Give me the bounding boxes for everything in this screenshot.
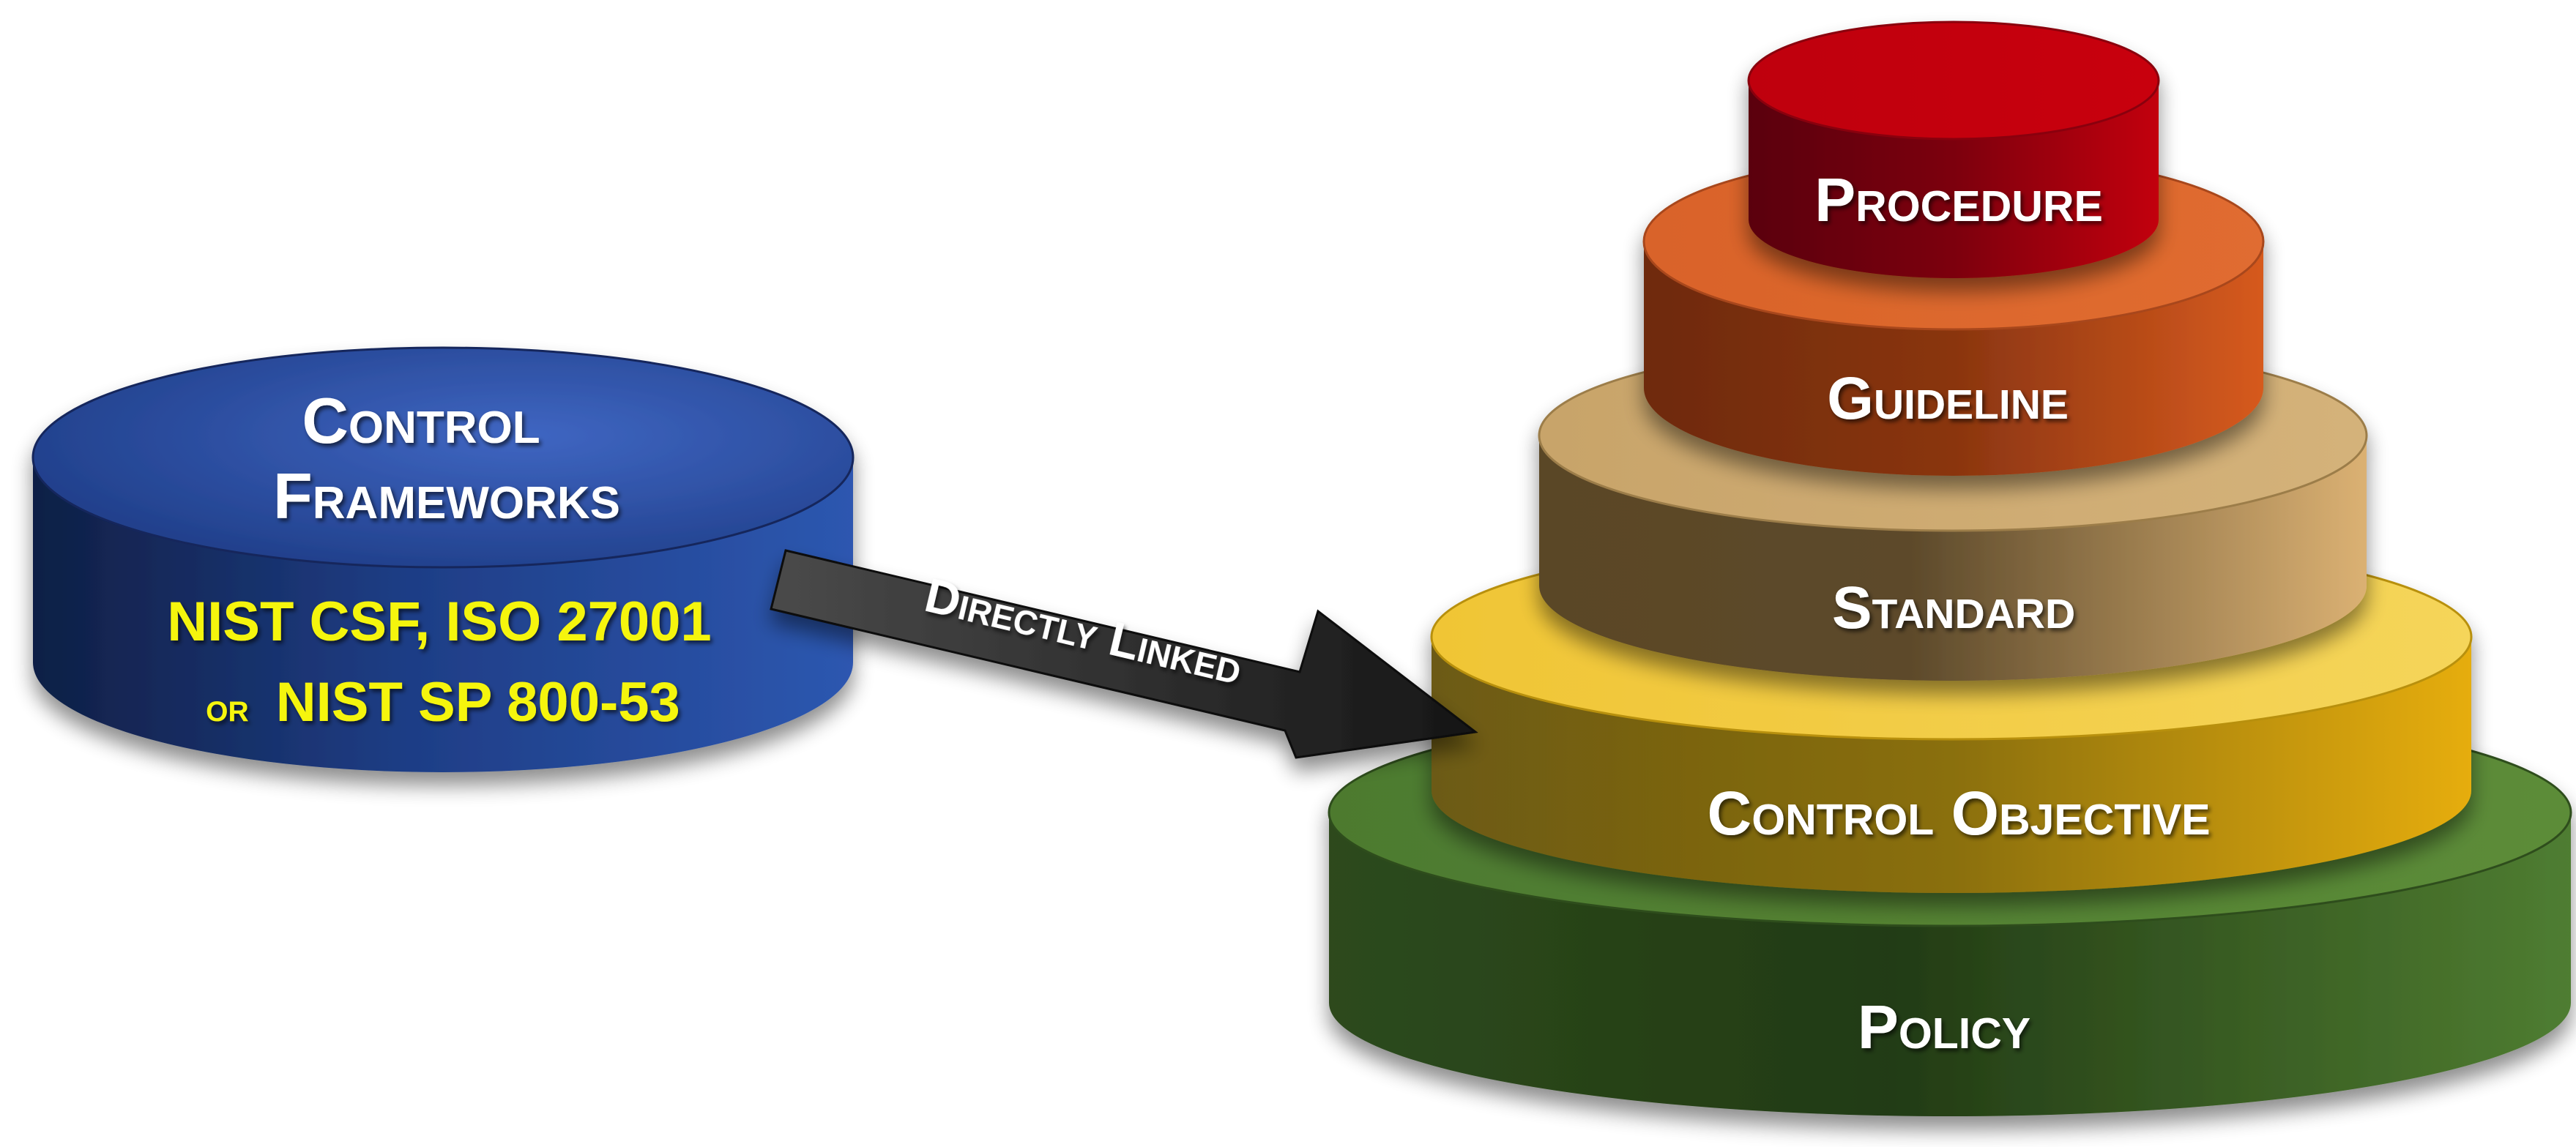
tier-control-objective-label: Control Objective [1708, 779, 2211, 848]
tier-standard-label: Standard [1832, 575, 2075, 641]
control-frameworks-cylinder [31, 346, 855, 772]
framework-examples-or: or [206, 684, 249, 730]
tier-procedure-label: Procedure [1814, 165, 2103, 234]
control-frameworks-title: Control [302, 384, 540, 457]
tier-procedure-cylinder [1747, 20, 2160, 278]
control-frameworks-subtitle: Frameworks [273, 460, 620, 532]
tier-policy-label: Policy [1858, 993, 2030, 1061]
directly-linked-arrow [770, 549, 1478, 759]
tier-guideline-label: Guideline [1827, 365, 2069, 432]
framework-examples-line1: NIST CSF, ISO 27001 [167, 591, 711, 653]
framework-examples-nist-sp: NIST SP 800-53 [276, 671, 680, 733]
framework-examples-line2: or NIST SP 800-53 [206, 671, 680, 733]
